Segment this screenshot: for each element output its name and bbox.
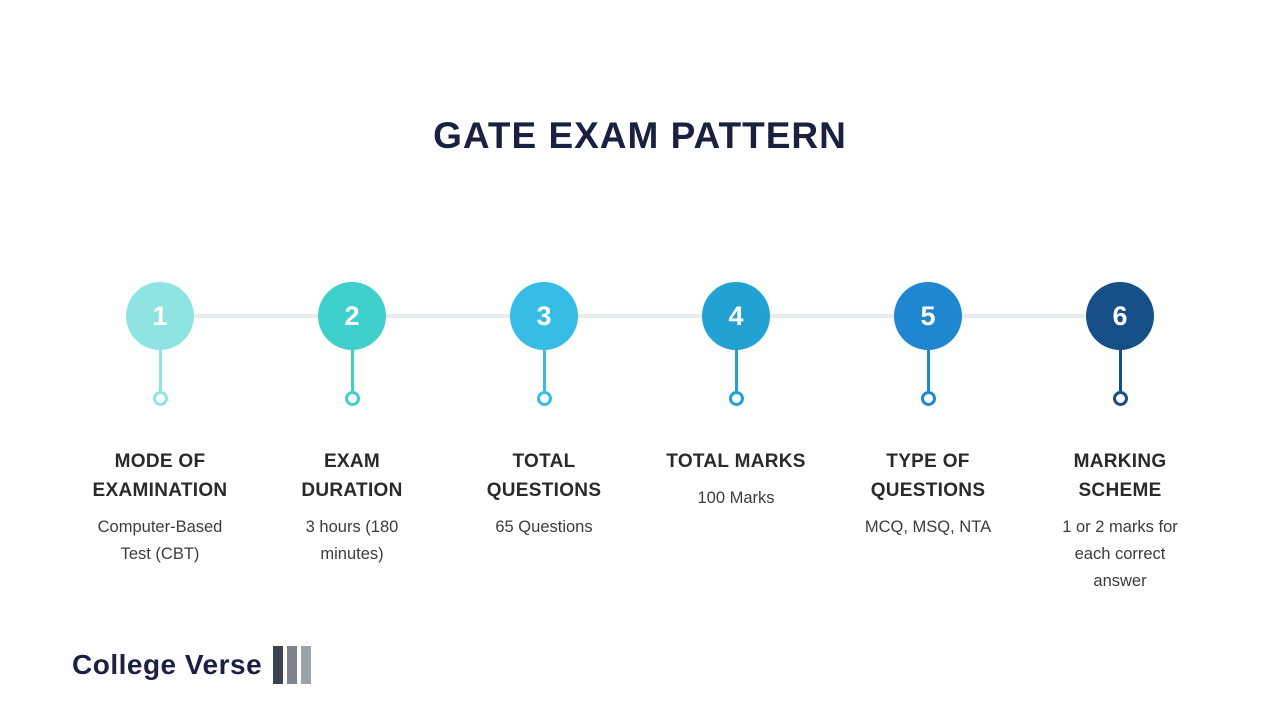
step-6-connector-stem: [1118, 350, 1122, 391]
step-4-heading: TOTAL MARKS: [666, 451, 806, 472]
step-5-number-circle: 5: [894, 282, 962, 350]
step-1-end-dot: [152, 391, 168, 406]
step-1-detail: Computer-Based Test (CBT): [97, 518, 223, 563]
step-2-exam-duration: 2 EXAM DURATION 3 hours (180 minutes): [256, 282, 448, 595]
step-2-detail: 3 hours (180 minutes): [305, 518, 399, 563]
step-2-heading: EXAM DURATION: [301, 451, 403, 501]
timeline-steps: 1 MODE OF EXAMINATION Computer-Based Tes…: [64, 282, 1216, 595]
step-5-end-dot: [920, 391, 936, 406]
step-3-connector-stem: [542, 350, 546, 391]
step-3-number-circle: 3: [510, 282, 578, 350]
step-5-heading: TYPE OF QUESTIONS: [870, 451, 986, 501]
brand-name: College Verse: [72, 649, 263, 680]
step-6-marking-scheme: 6 MARKING SCHEME 1 or 2 marks for each c…: [1024, 282, 1216, 595]
step-6-heading: MARKING SCHEME: [1073, 451, 1167, 501]
step-4-connector-stem: [734, 350, 738, 391]
step-6-end-dot: [1112, 391, 1128, 406]
step-5-type-of-questions: 5 TYPE OF QUESTIONS MCQ, MSQ, NTA: [832, 282, 1024, 595]
brand-bars-icon: [273, 646, 312, 684]
timeline-track: [160, 314, 1120, 318]
step-4-number-circle: 4: [702, 282, 770, 350]
step-3-total-questions: 3 TOTAL QUESTIONS 65 Questions: [448, 282, 640, 595]
brand-bar-2: [287, 646, 298, 684]
brand-logo: College Verse: [72, 646, 312, 684]
step-5-connector-stem: [926, 350, 930, 391]
step-3-heading: TOTAL QUESTIONS: [486, 451, 602, 501]
step-3-detail: 65 Questions: [495, 518, 593, 536]
step-5-detail: MCQ, MSQ, NTA: [864, 518, 992, 536]
step-2-number-circle: 2: [318, 282, 386, 350]
step-1-number-circle: 1: [126, 282, 194, 350]
step-3-end-dot: [536, 391, 552, 406]
step-4-end-dot: [728, 391, 744, 406]
timeline: 1 MODE OF EXAMINATION Computer-Based Tes…: [64, 282, 1216, 595]
brand-bar-3: [301, 646, 312, 684]
step-1-mode-of-examination: 1 MODE OF EXAMINATION Computer-Based Tes…: [64, 282, 256, 595]
step-1-connector-stem: [158, 350, 162, 391]
step-4-total-marks: 4 TOTAL MARKS 100 Marks: [640, 282, 832, 595]
step-2-end-dot: [344, 391, 360, 406]
step-4-detail: 100 Marks: [697, 489, 775, 507]
step-1-heading: MODE OF EXAMINATION: [92, 451, 228, 501]
step-2-connector-stem: [350, 350, 354, 391]
page-title: GATE EXAM PATTERN: [433, 115, 847, 156]
brand-bar-1: [273, 646, 284, 684]
step-6-number-circle: 6: [1086, 282, 1154, 350]
step-6-detail: 1 or 2 marks for each correct answer: [1062, 518, 1178, 590]
